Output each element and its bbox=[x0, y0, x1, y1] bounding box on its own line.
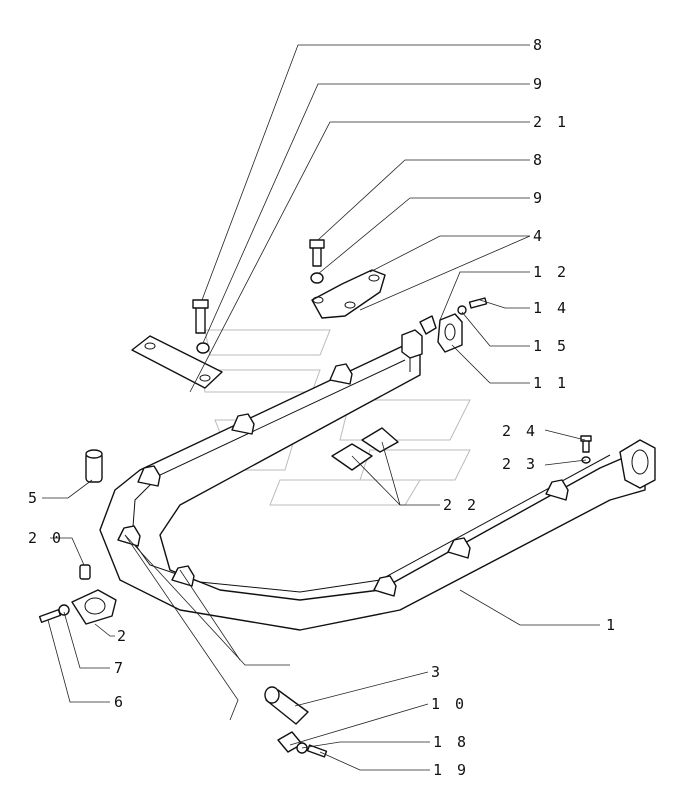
clamp-assembly bbox=[419, 297, 488, 353]
callout-21: 2 1 bbox=[533, 113, 569, 131]
callout-8-mid: 8 bbox=[533, 151, 545, 169]
callout-18: 1 8 bbox=[433, 733, 469, 751]
callout-23: 2 3 bbox=[502, 455, 538, 473]
callout-12: 1 2 bbox=[533, 263, 569, 281]
callout-4: 4 bbox=[533, 227, 545, 245]
callout-22: 2 2 bbox=[443, 496, 479, 514]
rear-plate-assembly bbox=[131, 299, 223, 389]
callout-3: 3 bbox=[431, 663, 443, 681]
callout-9-top: 9 bbox=[533, 75, 545, 93]
callout-14: 1 4 bbox=[533, 299, 569, 317]
hinge-cap-assembly bbox=[38, 564, 117, 625]
u-frame bbox=[99, 329, 656, 631]
callout-11: 1 1 bbox=[533, 374, 569, 392]
pin-5 bbox=[85, 449, 103, 483]
callout-15: 1 5 bbox=[533, 337, 569, 355]
pads bbox=[331, 427, 399, 471]
callout-6: 6 bbox=[114, 693, 126, 711]
callout-19: 1 9 bbox=[433, 761, 469, 779]
callout-5: 5 bbox=[28, 489, 40, 507]
callout-9-mid: 9 bbox=[533, 189, 545, 207]
callout-labels: 8 9 2 1 8 9 4 1 2 1 4 1 5 1 1 2 4 2 3 2 … bbox=[28, 36, 618, 779]
callout-8-top: 8 bbox=[533, 36, 545, 54]
pin-3-assembly bbox=[264, 686, 328, 758]
callout-7: 7 bbox=[114, 659, 126, 677]
front-bracket-assembly bbox=[309, 239, 386, 319]
leader-lines bbox=[42, 44, 600, 771]
frame-lugs bbox=[117, 363, 569, 597]
callout-2: 2 bbox=[117, 627, 129, 645]
callout-10: 1 0 bbox=[431, 695, 467, 713]
callout-1: 1 bbox=[606, 616, 618, 634]
small-bolt-assembly bbox=[580, 435, 592, 464]
callout-24: 2 4 bbox=[502, 422, 538, 440]
callout-20: 2 0 bbox=[28, 529, 64, 547]
